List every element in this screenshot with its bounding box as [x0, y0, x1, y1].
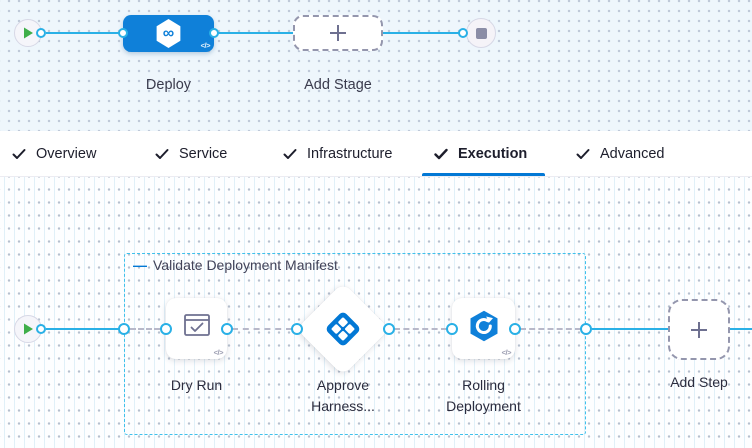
connector-port[interactable] — [160, 323, 172, 335]
check-icon — [576, 148, 590, 159]
dry-run-icon — [183, 313, 210, 336]
plus-icon — [330, 25, 346, 41]
tab-overview[interactable]: Overview — [0, 131, 114, 176]
step-node-approval[interactable] — [296, 282, 390, 376]
connector-line — [383, 32, 462, 34]
stage-label: Deploy — [145, 77, 192, 93]
connector-port[interactable] — [383, 323, 395, 335]
check-icon — [12, 148, 26, 159]
check-icon — [434, 148, 448, 159]
connector-port[interactable] — [118, 28, 128, 38]
rolling-deployment-icon — [470, 310, 497, 342]
step-node-rolling-deployment[interactable]: </> — [452, 298, 515, 359]
tab-label: Advanced — [600, 145, 665, 162]
step-label-rolling-deployment: Rolling Deployment — [446, 377, 521, 414]
plus-icon — [691, 321, 707, 338]
stop-icon — [475, 27, 487, 39]
infinity-glyph: ∞ — [162, 24, 175, 42]
add-step-label: Add Step — [670, 374, 728, 390]
connector-port[interactable] — [36, 324, 46, 334]
check-icon — [283, 148, 297, 159]
connector-port[interactable] — [118, 323, 130, 335]
connector-line — [46, 32, 123, 34]
tab-service[interactable]: Service — [143, 131, 245, 176]
connector-port[interactable] — [509, 323, 521, 335]
stage-graph-canvas: ∞ </> Deploy Add Stage — [0, 0, 752, 131]
tab-label: Overview — [36, 145, 97, 162]
dashed-connector — [232, 328, 292, 330]
step-label-approval: Approve Harness... — [311, 377, 375, 414]
execution-graph-canvas: — Validate Deployment Manifest </> — [0, 177, 752, 448]
stage-node-deploy[interactable]: ∞ </> — [123, 15, 214, 52]
code-icon: </> — [213, 348, 224, 357]
connector-line — [46, 328, 124, 330]
connector-port[interactable] — [36, 28, 46, 38]
stage-config-tabs: Overview Service Infrastructure Executio… — [0, 131, 752, 177]
step-label-dry-run: Dry Run — [170, 377, 223, 393]
step-node-dry-run[interactable]: </> — [166, 298, 227, 359]
add-stage-label: Add Stage — [304, 77, 372, 93]
connector-port[interactable] — [458, 28, 468, 38]
collapse-icon[interactable]: — — [133, 257, 147, 273]
tab-label: Execution — [458, 145, 528, 162]
connector-port[interactable] — [209, 28, 219, 38]
add-stage-button[interactable] — [293, 15, 383, 51]
step-group-header[interactable]: — Validate Deployment Manifest — [133, 257, 338, 273]
tab-label: Infrastructure — [307, 145, 393, 162]
play-icon — [24, 323, 33, 335]
connector-port[interactable] — [446, 323, 458, 335]
add-step-button[interactable] — [668, 299, 730, 360]
check-icon — [155, 148, 169, 159]
code-icon: </> — [501, 348, 512, 357]
tab-advanced[interactable]: Advanced — [564, 131, 683, 176]
connector-line — [730, 328, 752, 330]
connector-line — [592, 328, 668, 330]
tab-infrastructure[interactable]: Infrastructure — [271, 131, 410, 176]
cd-hexagon-icon: ∞ — [156, 19, 181, 48]
pipeline-end-node — [466, 18, 496, 48]
dashed-connector — [394, 328, 447, 330]
connector-port[interactable] — [221, 323, 233, 335]
tab-execution[interactable]: Execution — [422, 131, 546, 176]
tab-label: Service — [179, 145, 228, 162]
approval-icon — [326, 312, 360, 346]
connector-port[interactable] — [291, 323, 303, 335]
dashed-connector — [520, 328, 581, 330]
play-icon — [24, 27, 33, 39]
step-group-container — [124, 253, 586, 435]
connector-line — [218, 32, 293, 34]
code-icon: </> — [200, 41, 211, 50]
step-group-title: Validate Deployment Manifest — [153, 257, 338, 273]
dashed-connector — [130, 328, 160, 330]
connector-port[interactable] — [580, 323, 592, 335]
